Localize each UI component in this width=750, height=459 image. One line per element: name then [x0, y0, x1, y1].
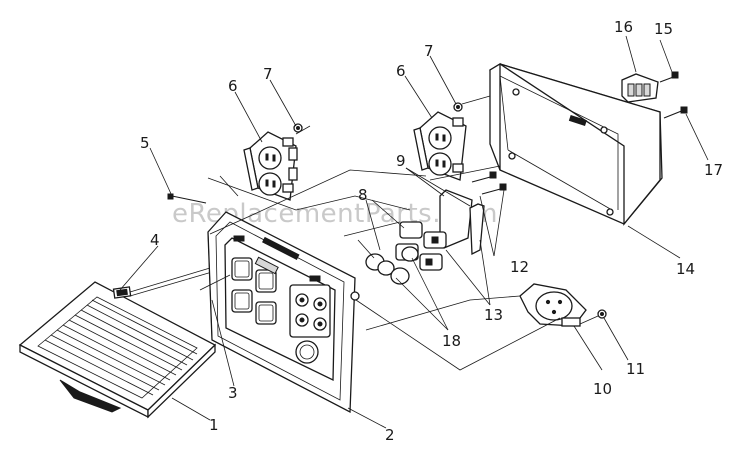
part-17-screw: [663, 106, 688, 119]
callout-1: 1: [209, 416, 219, 434]
part-12-screws: [471, 171, 507, 195]
part-3-gasket-line: [199, 274, 231, 291]
callout-leaders: [119, 35, 709, 429]
part-8-breakers: [395, 221, 447, 271]
part-6-receptacle-left: [243, 131, 298, 201]
callout-16: 16: [614, 18, 633, 36]
part-16-terminal-block: [621, 73, 659, 103]
part-10-outlet: [519, 283, 587, 327]
callout-8: 8: [358, 186, 368, 204]
part-18-breaker-caps: [365, 246, 419, 285]
callout-10: 10: [593, 380, 612, 398]
callout-13: 13: [484, 306, 503, 324]
callout-6-left: 6: [228, 77, 238, 95]
callout-7-left: 7: [263, 65, 273, 83]
part-11-nut: [597, 309, 607, 319]
callout-9: 9: [396, 152, 406, 170]
part-1-cover: [18, 281, 217, 419]
callout-5: 5: [140, 134, 150, 152]
callout-3: 3: [228, 384, 238, 402]
callout-7-right: 7: [424, 42, 434, 60]
callout-2: 2: [385, 426, 395, 444]
callouts: 1 2 3 4 5 6 6 7 7 8 9 10 11 12 13 14 15 …: [140, 18, 723, 444]
part-6-receptacle-right: [413, 111, 467, 181]
wiring-lines: [207, 95, 599, 371]
callout-4: 4: [150, 231, 160, 249]
part-14-housing: [489, 62, 663, 226]
part-5-screw: [167, 193, 207, 204]
callout-17: 17: [704, 161, 723, 179]
callout-11: 11: [626, 360, 645, 378]
callout-18: 18: [442, 332, 461, 350]
part-2-control-panel: [207, 211, 360, 414]
callout-12: 12: [510, 258, 529, 276]
callout-14: 14: [676, 260, 695, 278]
callout-15: 15: [654, 20, 673, 38]
part-4-latch: [112, 267, 213, 299]
part-15-screw: [659, 71, 679, 83]
part-7-nut-right: [453, 102, 463, 112]
callout-6-right: 6: [396, 62, 406, 80]
